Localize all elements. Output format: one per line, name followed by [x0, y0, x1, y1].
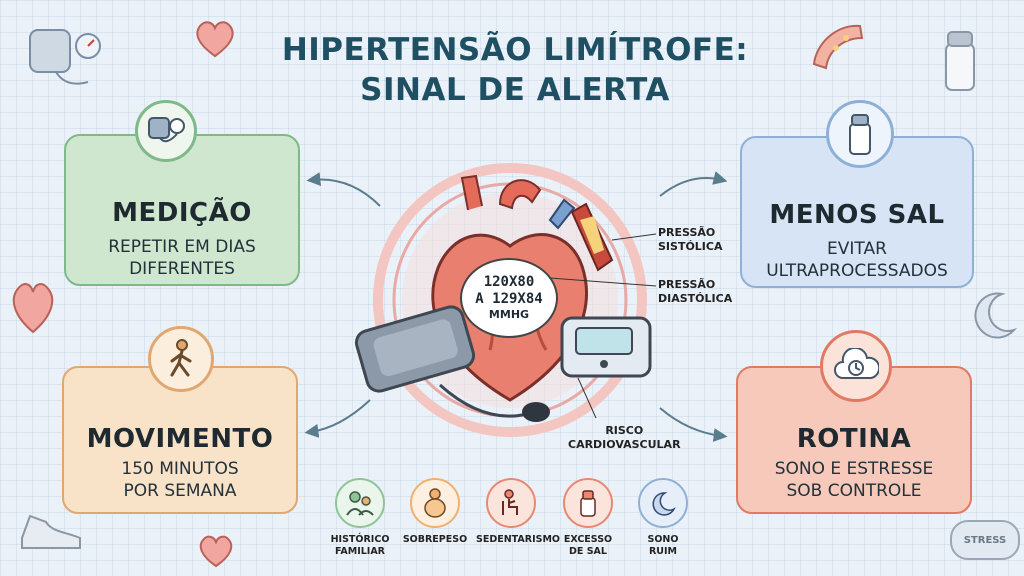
card-menos-sal-sub-line-1: EVITAR	[827, 239, 887, 259]
callout-sistolica-line-1: PRESSÃO	[658, 226, 716, 239]
arrow-to-medicao	[306, 172, 381, 207]
card-medicao-sub-line-2: DIFERENTES	[129, 259, 235, 279]
blood-pressure-cuff-icon	[135, 100, 197, 162]
card-rotina-sub-line-2: SOB CONTROLE	[786, 481, 922, 501]
sitting-person-icon	[486, 478, 536, 528]
factor-excesso-line-2: DE SAL	[569, 546, 607, 557]
callout-diastolica-line-2: DIASTÓLICA	[658, 292, 733, 305]
page-title: HIPERTENSÃO LIMÍTROFE: SINAL DE ALERTA	[250, 30, 780, 110]
callout-sistolica-line-2: SISTÓLICA	[658, 240, 723, 253]
card-menos-sal-heading: MENOS SAL	[769, 200, 945, 230]
card-movimento-sub-line-2: POR SEMANA	[123, 481, 237, 501]
arrow-to-menos-sal	[659, 171, 728, 197]
card-rotina: ROTINA SONO E ESTRESSE SOB CONTROLE	[736, 366, 972, 514]
factor-excesso-line-1: EXCESSO	[563, 534, 613, 545]
factor-sono-line-1: SONO	[647, 534, 679, 545]
arrow-to-movimento	[304, 399, 371, 438]
factor-historico-line-2: FAMILIAR	[335, 546, 385, 557]
salt-shaker-decor-icon	[945, 31, 975, 91]
factor-sono-line-2: RUIM	[648, 546, 678, 557]
factor-historico-line-1: HISTÓRICO	[330, 534, 390, 545]
card-medicao-sub-line-1: REPETIR EM DIAS	[108, 237, 256, 257]
card-menos-sal-sub: EVITAR ULTRAPROCESSADOS	[742, 238, 972, 282]
card-rotina-heading: ROTINA	[796, 424, 912, 454]
moon-decor-icon	[974, 292, 1018, 339]
heart-sticker-icon	[196, 21, 234, 58]
walking-person-icon	[148, 326, 214, 392]
heart-sticker-left-icon	[12, 283, 54, 334]
bp-range-bubble: 120X80 A 129X84 MMHG	[460, 258, 558, 338]
stress-cloud: STRESS	[950, 520, 1020, 560]
artery-sticker-icon	[812, 24, 864, 70]
card-rotina-sub-line-1: SONO E ESTRESSE	[774, 459, 934, 479]
factor-sobrepeso: SOBREPESO	[400, 478, 470, 546]
callout-pressao-sistolica: PRESSÃO SISTÓLICA	[658, 226, 722, 254]
callout-risco-cardiovascular: RISCO CARDIOVASCULAR	[568, 424, 681, 452]
callout-risco-line-2: CARDIOVASCULAR	[568, 438, 681, 451]
card-rotina-sub: SONO E ESTRESSE SOB CONTROLE	[738, 458, 970, 502]
bp-range-line-1: 120X80	[483, 274, 535, 290]
salt-icon	[563, 478, 613, 528]
moon-icon	[638, 478, 688, 528]
bp-range-line-2: A 129X84	[475, 291, 543, 307]
card-movimento-heading: MOVIMENTO	[86, 424, 274, 454]
salt-shaker-icon	[826, 100, 894, 168]
sneaker-decor-icon	[21, 514, 81, 549]
callout-pressao-diastolica: PRESSÃO DIASTÓLICA	[658, 278, 732, 306]
card-movimento-sub-line-1: 150 MINUTOS	[121, 459, 239, 479]
title-line-1: HIPERTENSÃO LIMÍTROFE:	[281, 32, 749, 68]
overweight-person-icon	[410, 478, 460, 528]
factor-sedentarismo: SEDENTARISMO	[476, 478, 560, 546]
family-icon	[335, 478, 385, 528]
arrow-to-rotina	[659, 407, 728, 442]
card-medicao-heading: MEDIÇÃO	[112, 198, 252, 228]
factor-sedentarismo-line-1: SEDENTARISMO	[476, 534, 560, 545]
bp-unit: MMHG	[488, 308, 530, 321]
callout-diastolica-line-1: PRESSÃO	[658, 278, 716, 291]
cloud-clock-icon	[820, 330, 892, 402]
factor-sobrepeso-line-1: SOBREPESO	[402, 534, 468, 545]
card-movimento-sub: 150 MINUTOS POR SEMANA	[64, 458, 296, 502]
heart-sticker-bottom-icon	[199, 535, 233, 568]
stress-label: STRESS	[963, 534, 1007, 546]
card-menos-sal-sub-line-2: ULTRAPROCESSADOS	[766, 261, 948, 281]
blood-pressure-monitor-icon	[29, 29, 101, 85]
callout-risco-line-1: RISCO	[605, 424, 644, 437]
title-line-2: SINAL DE ALERTA	[360, 72, 670, 108]
card-medicao-sub: REPETIR EM DIAS DIFERENTES	[66, 236, 298, 280]
